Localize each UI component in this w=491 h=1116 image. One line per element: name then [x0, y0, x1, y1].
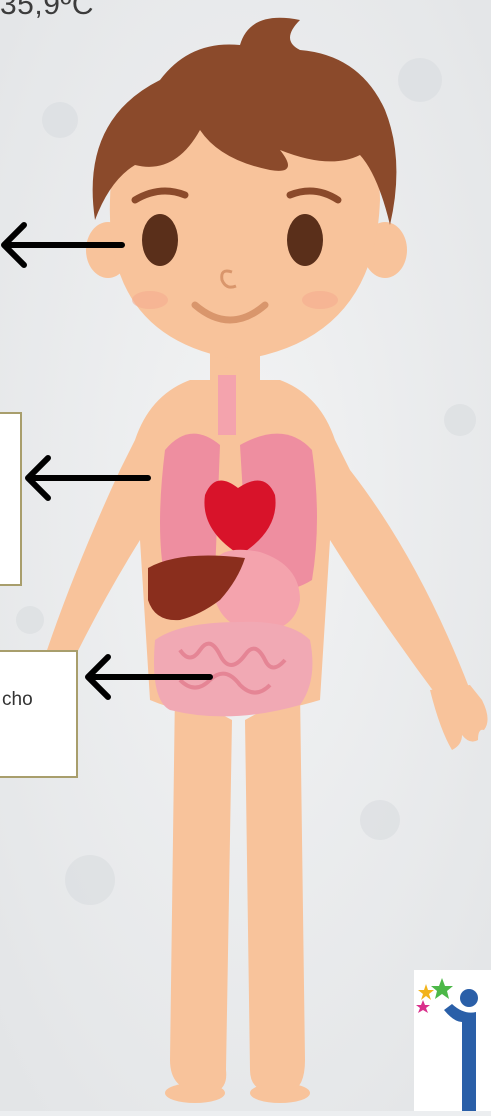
organ-text-box[interactable]: [0, 412, 22, 586]
left-eye: [142, 214, 178, 266]
intestine-text-box[interactable]: cho: [0, 650, 78, 778]
legs: [165, 690, 310, 1103]
intestines: [154, 622, 312, 717]
education-logo-icon: [414, 970, 491, 1111]
right-eye: [287, 214, 323, 266]
hand: [430, 685, 488, 750]
esophagus: [218, 375, 236, 435]
intestine-box-text: cho: [2, 689, 33, 711]
